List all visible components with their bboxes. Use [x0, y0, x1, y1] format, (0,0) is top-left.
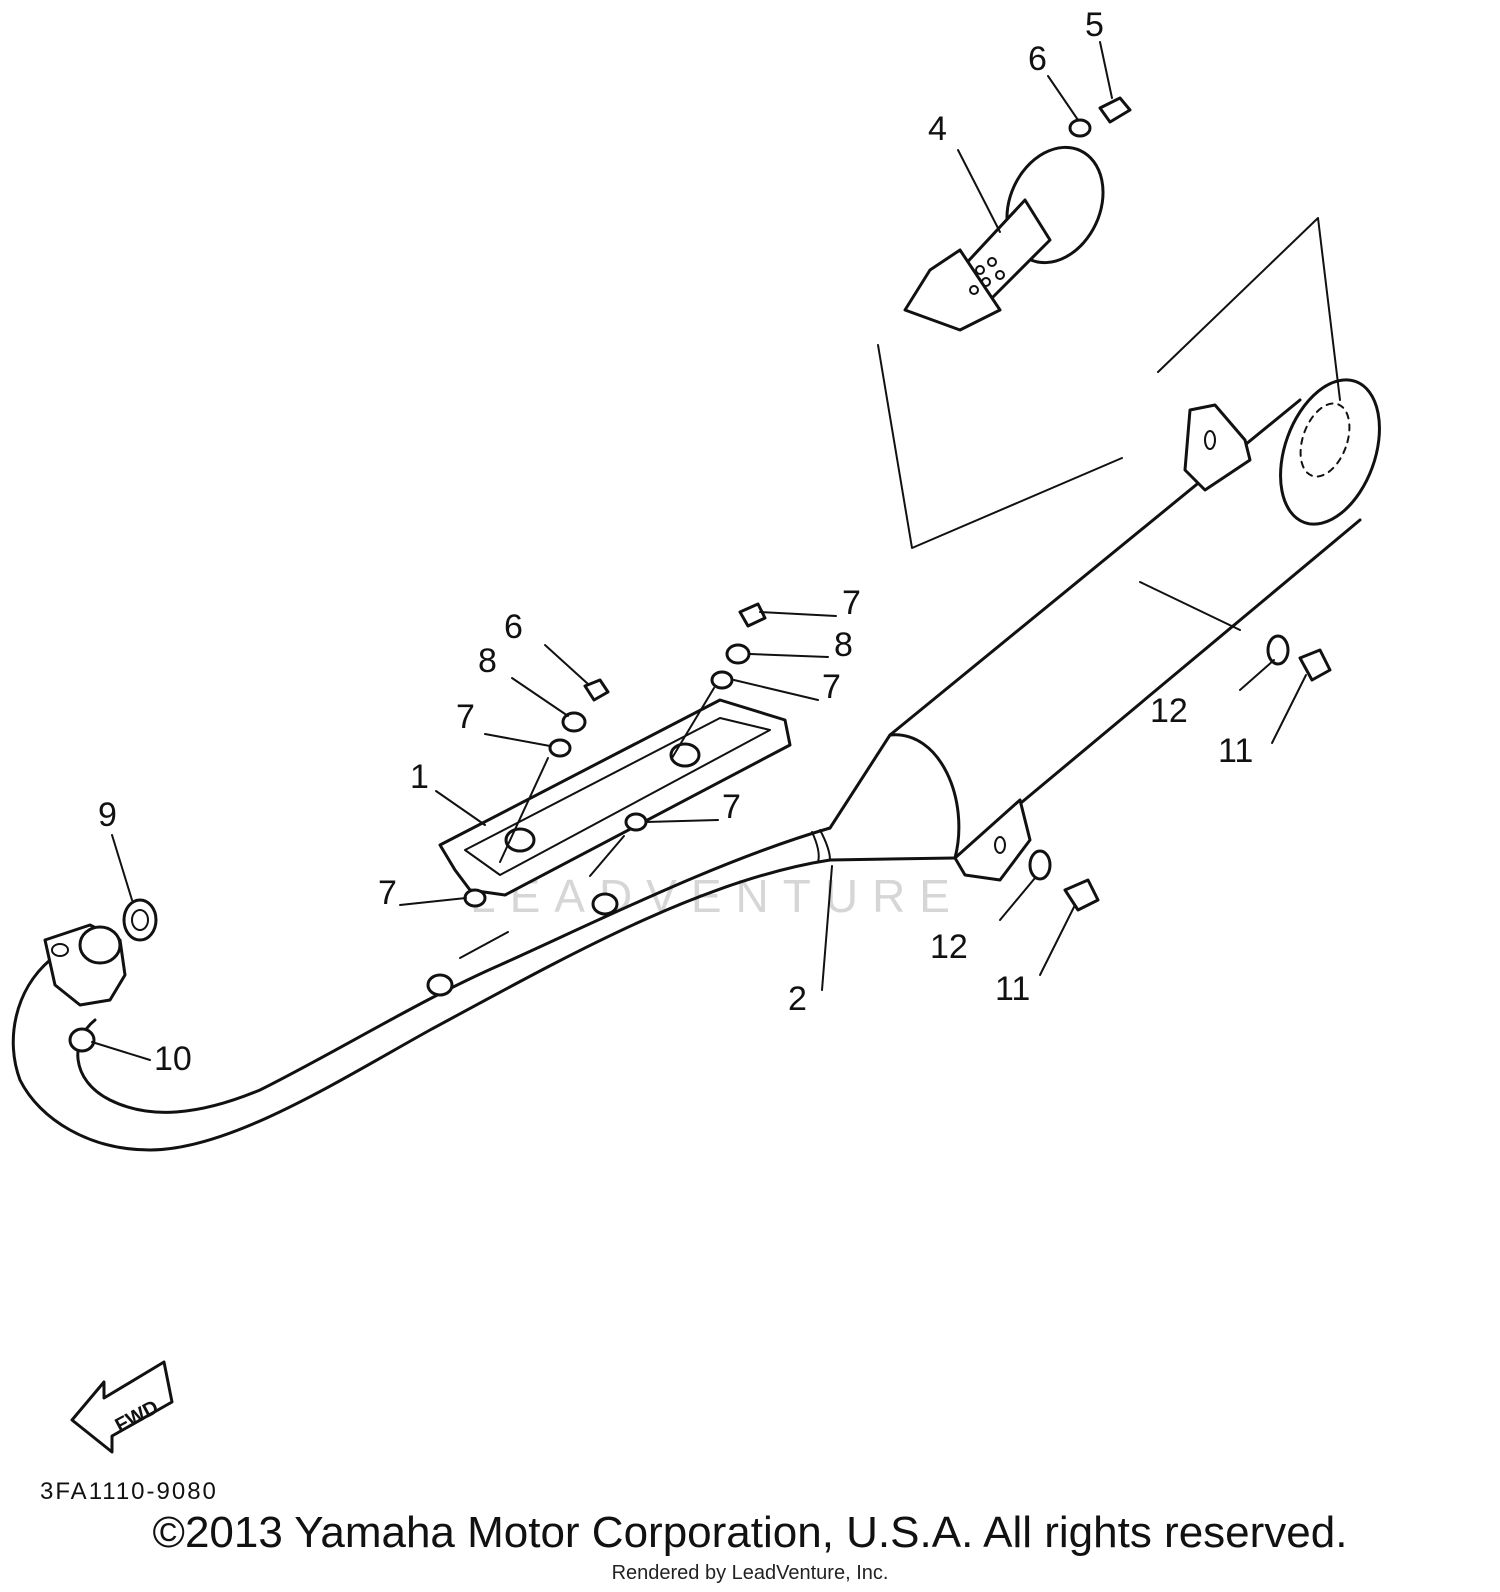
heat-protector: [438, 698, 792, 897]
callout-11b: 11: [995, 970, 1030, 1008]
hardware: [68, 96, 1332, 1053]
callout-6a: 6: [504, 608, 523, 646]
callout-8b: 8: [834, 626, 853, 664]
callout-12b: 12: [930, 928, 968, 966]
callout-7b: 7: [822, 668, 841, 706]
exhaust-pipe: [11, 378, 1381, 1152]
callout-12a: 12: [1150, 692, 1188, 730]
callout-11a: 11: [1218, 732, 1253, 770]
callouts: 5 6 4 6 7 8 8 7 7 1 7 7 9 10 12 11 12 11…: [98, 6, 1253, 1078]
rendered-by-text: Rendered by LeadVenture, Inc.: [611, 1562, 889, 1584]
callout-7a: 7: [456, 698, 475, 736]
callout-2: 2: [788, 980, 807, 1018]
copyright-text: ©2013 Yamaha Motor Corporation, U.S.A. A…: [152, 1508, 1348, 1557]
callout-3: 4: [928, 110, 947, 148]
callout-10: 10: [154, 1040, 192, 1078]
fwd-arrow-icon: FWD: [70, 1360, 174, 1454]
callout-4: 5: [1085, 6, 1104, 44]
callout-1: 1: [410, 758, 429, 796]
watermark: LEADVENTURE: [470, 870, 964, 922]
leader-lines: [91, 41, 1341, 1061]
callout-7d: 7: [378, 874, 397, 912]
silencer-insert: [903, 145, 1105, 332]
callout-7c: 7: [722, 788, 741, 826]
callout-8a: 8: [478, 642, 497, 680]
callout-9: 9: [98, 796, 117, 834]
callout-6b: 7: [842, 584, 861, 622]
diagram-code: 3FA1110-9080: [40, 1478, 218, 1505]
callout-5: 6: [1028, 40, 1047, 78]
